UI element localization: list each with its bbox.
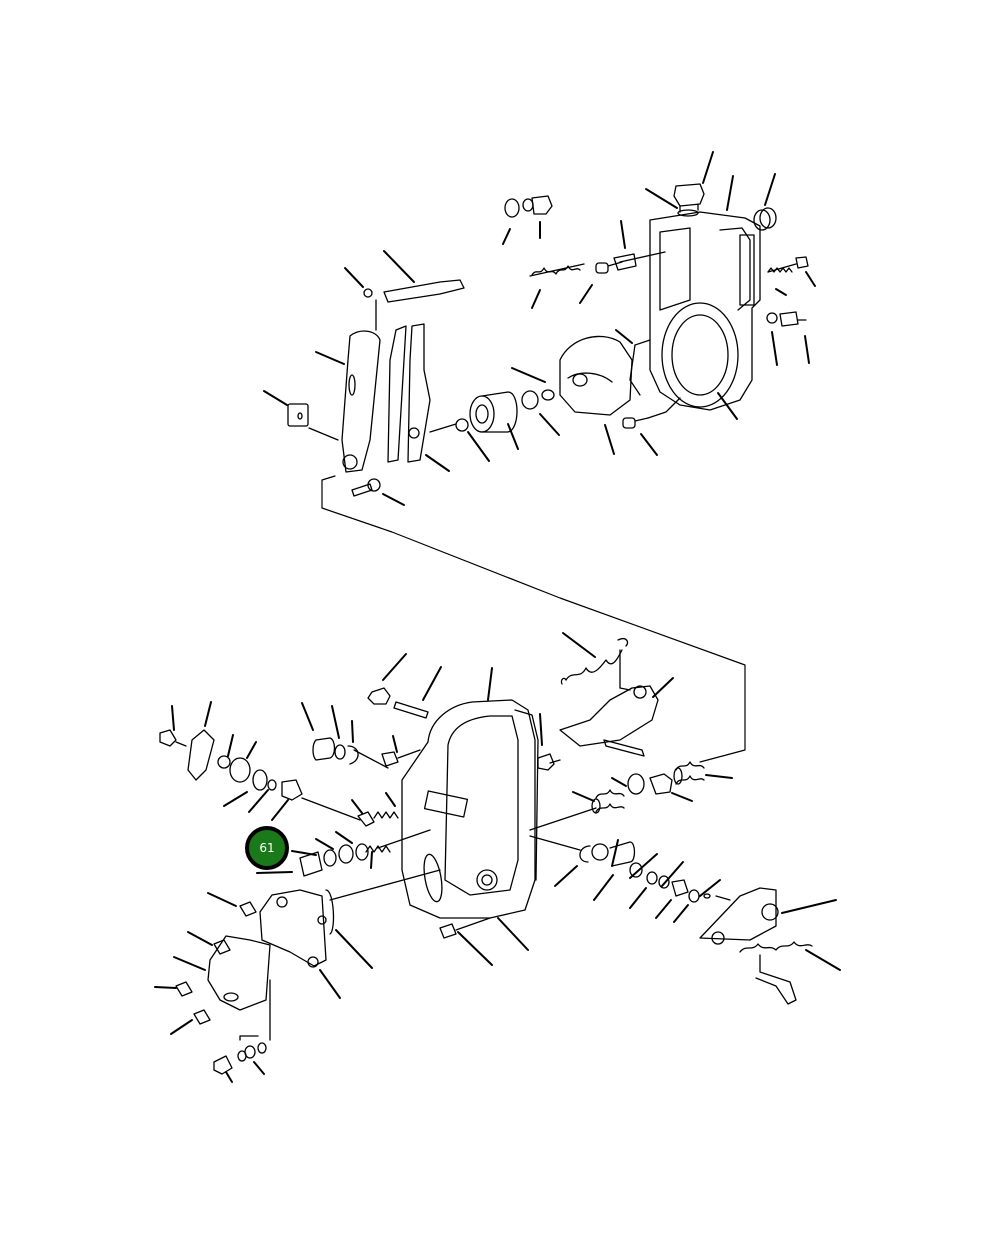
housing-bottom-bolt bbox=[439, 917, 491, 939]
governor-housing bbox=[629, 211, 761, 411]
spring-stack-right bbox=[591, 761, 705, 814]
lever-bracket bbox=[287, 403, 309, 427]
upper-spring bbox=[529, 263, 585, 277]
upper-leader-lines bbox=[263, 151, 816, 506]
housing-screw bbox=[622, 417, 649, 429]
control-lever bbox=[559, 649, 659, 757]
pivot-bolt bbox=[351, 478, 381, 497]
assembly-connector-frame bbox=[321, 475, 746, 763]
sleeve-end bbox=[521, 390, 539, 410]
bushing-cylinder bbox=[469, 391, 518, 433]
side-plug bbox=[753, 207, 777, 231]
pump-housing bbox=[401, 699, 539, 919]
small-washer bbox=[541, 389, 555, 401]
washer-stack-lower-right bbox=[579, 841, 711, 903]
adjusting-screws-center bbox=[299, 811, 399, 877]
thrust-washer bbox=[455, 418, 469, 432]
screw-and-plate bbox=[595, 253, 637, 274]
callout-61[interactable]: 61 bbox=[245, 826, 289, 870]
fitting-with-washer bbox=[504, 195, 553, 218]
left-side-components bbox=[159, 729, 421, 801]
governor-lever-set bbox=[341, 323, 431, 473]
return-spring bbox=[560, 638, 629, 685]
lower-assembly bbox=[154, 632, 841, 1083]
lower-leader-lines bbox=[154, 632, 841, 1083]
upper-assembly-guides bbox=[308, 251, 681, 441]
bracket-bolts bbox=[175, 901, 267, 1075]
link-arm bbox=[363, 279, 465, 303]
adjusting-screw-right bbox=[766, 256, 809, 327]
cap-screw-right bbox=[537, 753, 555, 771]
flyweight-carrier bbox=[559, 335, 633, 416]
lower-assembly-guides bbox=[239, 749, 731, 1041]
cover-plate bbox=[259, 889, 335, 968]
housing-bolt-top bbox=[367, 687, 429, 719]
upper-assembly bbox=[263, 151, 816, 506]
callout-label: 61 bbox=[259, 841, 275, 855]
top-plug bbox=[673, 183, 705, 217]
mounting-bracket bbox=[207, 935, 271, 1011]
stop-lever-linkage bbox=[699, 887, 813, 1005]
